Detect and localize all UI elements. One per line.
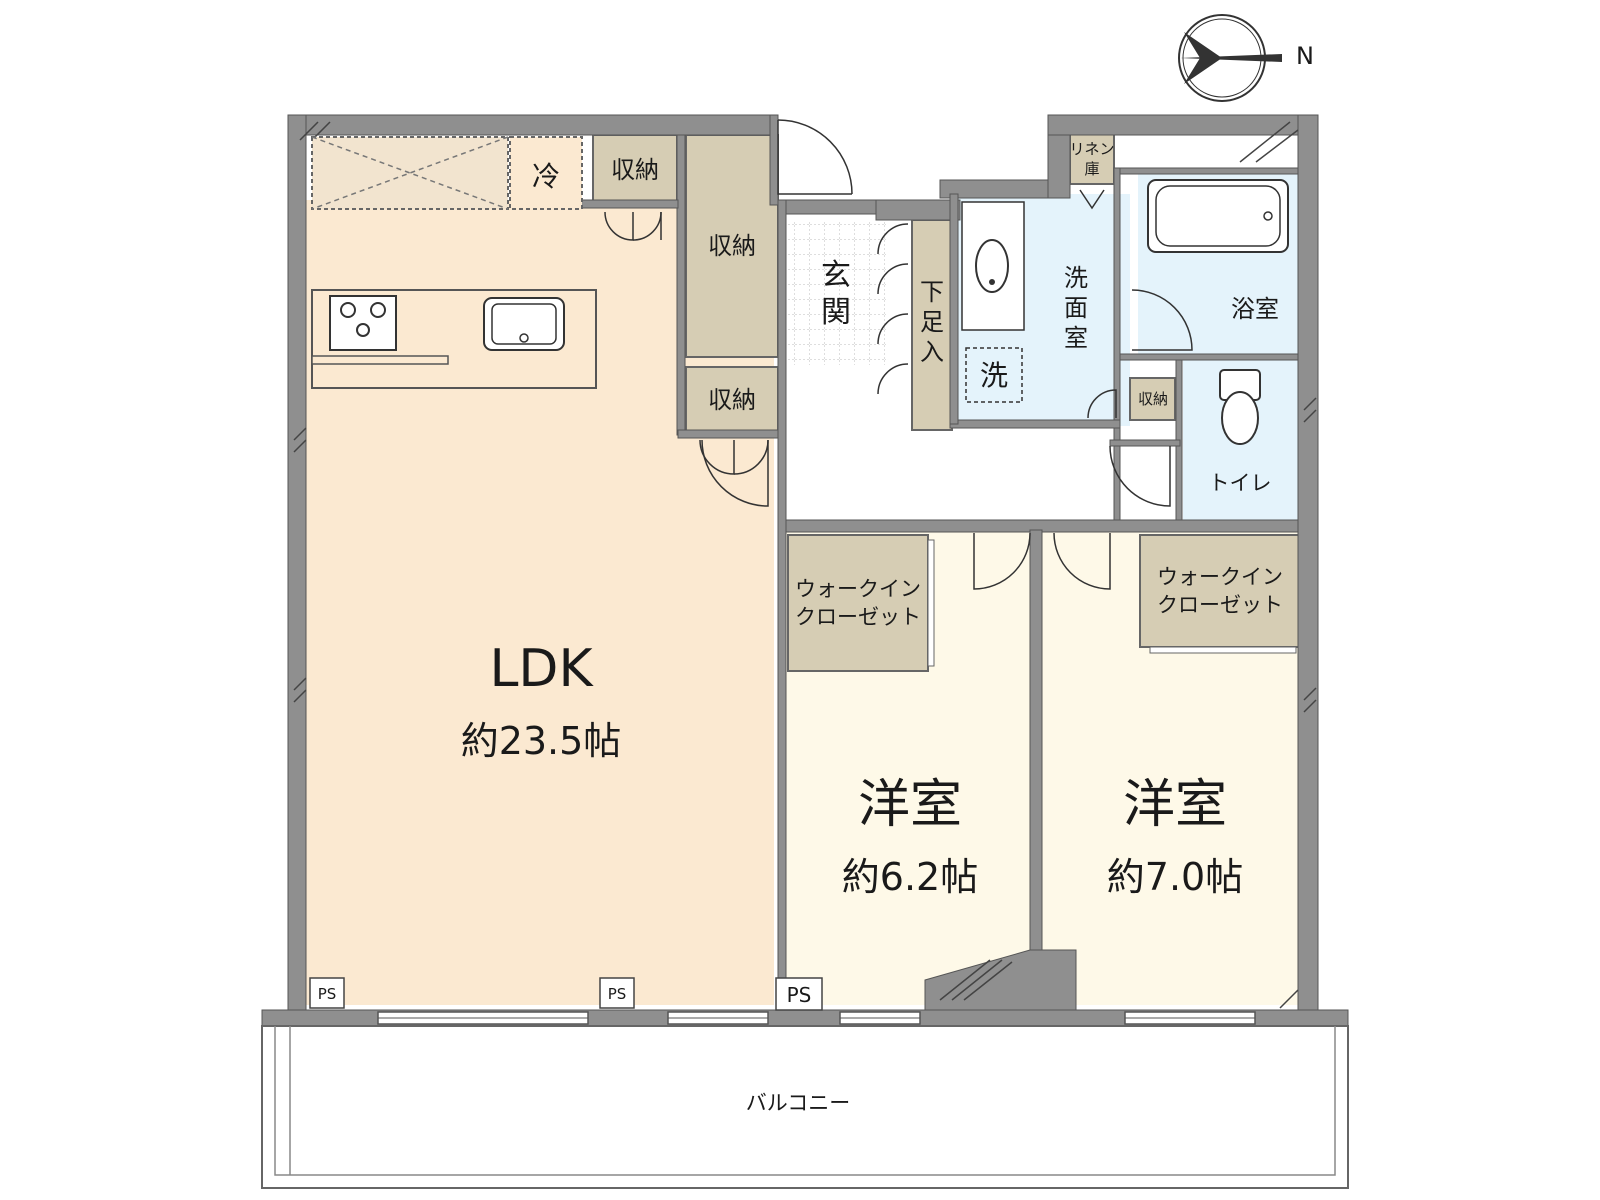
bath-label: 浴室: [1231, 295, 1279, 323]
wic2-rail: [1149, 646, 1297, 654]
wic1-label-2: クローゼット: [795, 605, 921, 629]
compass-icon: [1178, 14, 1282, 102]
compass-north-letter: N: [1296, 42, 1314, 70]
sink-icon: [483, 297, 565, 351]
linen-label-1: リネン: [1069, 140, 1114, 158]
wic2-label-1: ウォークイン: [1157, 565, 1283, 589]
doors: [604, 119, 1193, 590]
fridge-label: 冷: [532, 160, 560, 193]
balcony-rails: [274, 1026, 1336, 1176]
storage-lower-label: 収納: [708, 386, 756, 414]
washbasin-icon: [961, 201, 1025, 331]
wic1-label-1: ウォークイン: [795, 577, 921, 601]
bathtub-icon: [1147, 179, 1289, 253]
entrance-label-2: 関: [821, 295, 851, 330]
western1-size: 約6.2帖: [842, 855, 978, 899]
linen-label-2: 庫: [1084, 160, 1099, 178]
wic1-rail: [927, 539, 935, 667]
western2-name: 洋室: [1123, 775, 1227, 835]
entrance-label-1: 玄: [821, 258, 851, 293]
storage-top: [592, 134, 678, 204]
washer-label: 洗: [980, 359, 1008, 392]
washroom-label-1: 洗: [1064, 264, 1088, 292]
washroom-label-2: 面: [1064, 294, 1088, 322]
wic2-block: [1139, 534, 1301, 648]
ps-label-2: PS: [608, 985, 627, 1003]
storage-lower: [685, 366, 779, 432]
shoe-label-3: 入: [920, 338, 944, 366]
ps-boxes: [309, 977, 823, 1011]
wash-storage: [1129, 377, 1176, 421]
ldk-name: LDK: [489, 639, 594, 699]
ps-label-1: PS: [318, 985, 337, 1003]
toilet-label: トイレ: [1209, 471, 1272, 495]
wash-storage-label: 収納: [1138, 390, 1168, 408]
balcony-area: [261, 1025, 1349, 1189]
storage-tall: [685, 134, 779, 358]
fridge-space: [509, 136, 583, 210]
balcony-label: バルコニー: [746, 1091, 851, 1115]
ps-label-3: PS: [787, 983, 812, 1007]
western2-size: 約7.0帖: [1107, 855, 1243, 899]
storage-tall-label: 収納: [708, 232, 756, 260]
shoe-label-1: 下: [920, 278, 944, 306]
island-bar: [311, 355, 449, 365]
counter-cross: [311, 136, 509, 210]
storage-top-label: 収納: [611, 156, 659, 184]
entrance-floor: [786, 220, 886, 365]
washroom-label-3: 室: [1064, 324, 1088, 352]
western1-name: 洋室: [858, 775, 962, 835]
cooktop-icon: [329, 295, 397, 351]
wic1-block: [787, 534, 929, 672]
washer-space: [965, 347, 1023, 403]
toilet-icon: [1219, 369, 1261, 445]
windows: [377, 1011, 1256, 1025]
shoe-label-2: 足: [920, 308, 944, 336]
ldk-size: 約23.5帖: [461, 719, 622, 763]
wic2-label-2: クローゼット: [1157, 593, 1283, 617]
